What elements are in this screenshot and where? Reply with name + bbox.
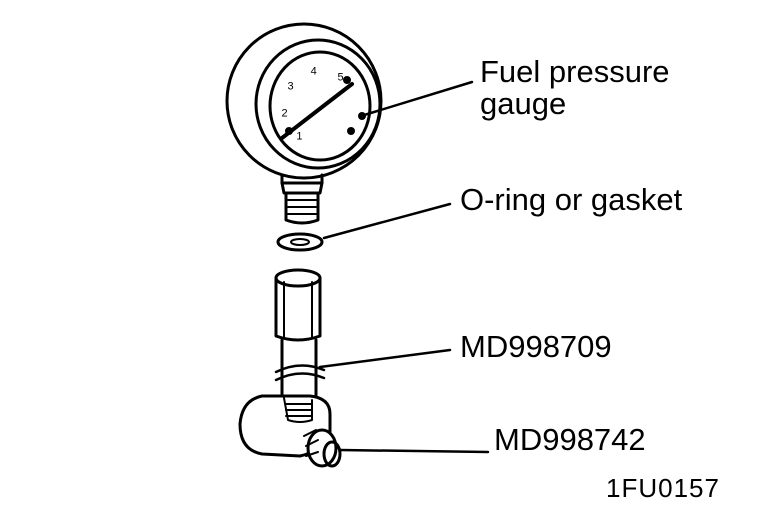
md998709-adapter-drawing xyxy=(274,268,452,412)
oring xyxy=(276,232,324,252)
md998742-label: MD998742 xyxy=(494,422,646,457)
gauge-dial-number: 1 xyxy=(296,131,302,143)
oring-drawing xyxy=(276,202,452,252)
gauge-dial xyxy=(268,50,372,162)
gauge-label-line1: Fuel pressure xyxy=(480,54,670,89)
gauge-needle xyxy=(280,82,354,140)
gauge-bezel xyxy=(254,38,382,170)
gauge-threaded-stem xyxy=(284,191,320,225)
gauge-dial-number: 3 xyxy=(287,80,293,92)
gauge-dial-number: 5 xyxy=(338,72,344,84)
adapter-hex-body xyxy=(274,276,322,342)
gauge-dial-number: 4 xyxy=(311,66,317,78)
adapter-leader-line xyxy=(318,348,452,369)
oring-label: O-ring or gasket xyxy=(460,182,683,217)
gauge-leader-line xyxy=(359,80,474,118)
hose-adapter-nozzle xyxy=(306,428,338,468)
hose-adapter-leader-line xyxy=(338,448,490,454)
oring-leader-line xyxy=(322,202,452,240)
fuel-pressure-gauge-label: Fuel pressure gauge xyxy=(480,56,670,120)
md998709-label: MD998709 xyxy=(460,329,612,364)
adapter-top xyxy=(274,268,322,288)
gauge-label-line2: gauge xyxy=(480,86,567,121)
gauge-neck xyxy=(280,173,324,185)
gauge-dial-number: 2 xyxy=(281,107,287,119)
md998742-hose-adapter-drawing xyxy=(238,394,490,468)
pressure-gauge-drawing xyxy=(225,22,474,225)
figure-code-label: 1FU0157 xyxy=(606,473,720,503)
